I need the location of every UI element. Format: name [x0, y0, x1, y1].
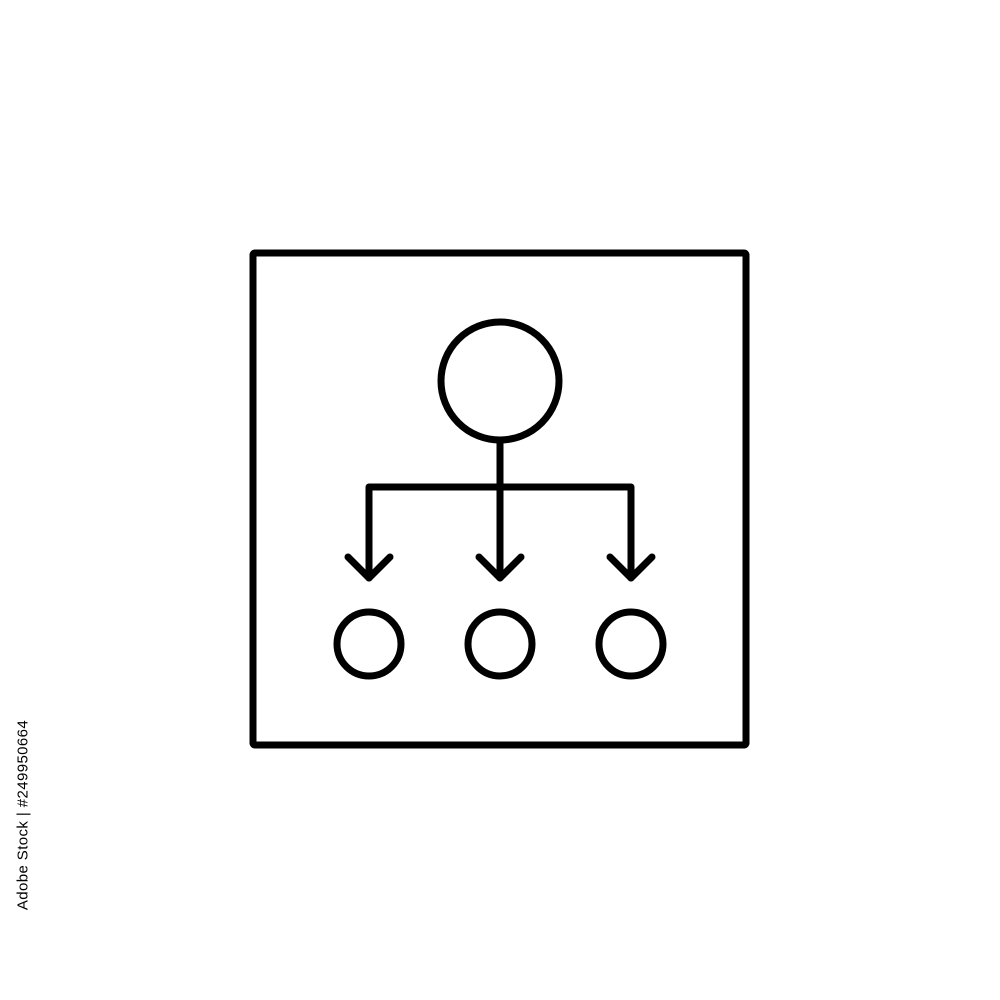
branch-line [365, 483, 635, 582]
right-arrowhead [606, 553, 656, 582]
frame-square [249, 249, 750, 749]
child-node-circle-right [595, 608, 667, 680]
center-arrowhead [475, 553, 525, 582]
parent-node-circle [437, 318, 563, 444]
stock-id-label: Adobe Stock | #249950664 [14, 719, 32, 911]
left-arrowhead [344, 553, 394, 582]
child-node-circle-left [333, 608, 405, 680]
child-node-circle-center [464, 608, 536, 680]
